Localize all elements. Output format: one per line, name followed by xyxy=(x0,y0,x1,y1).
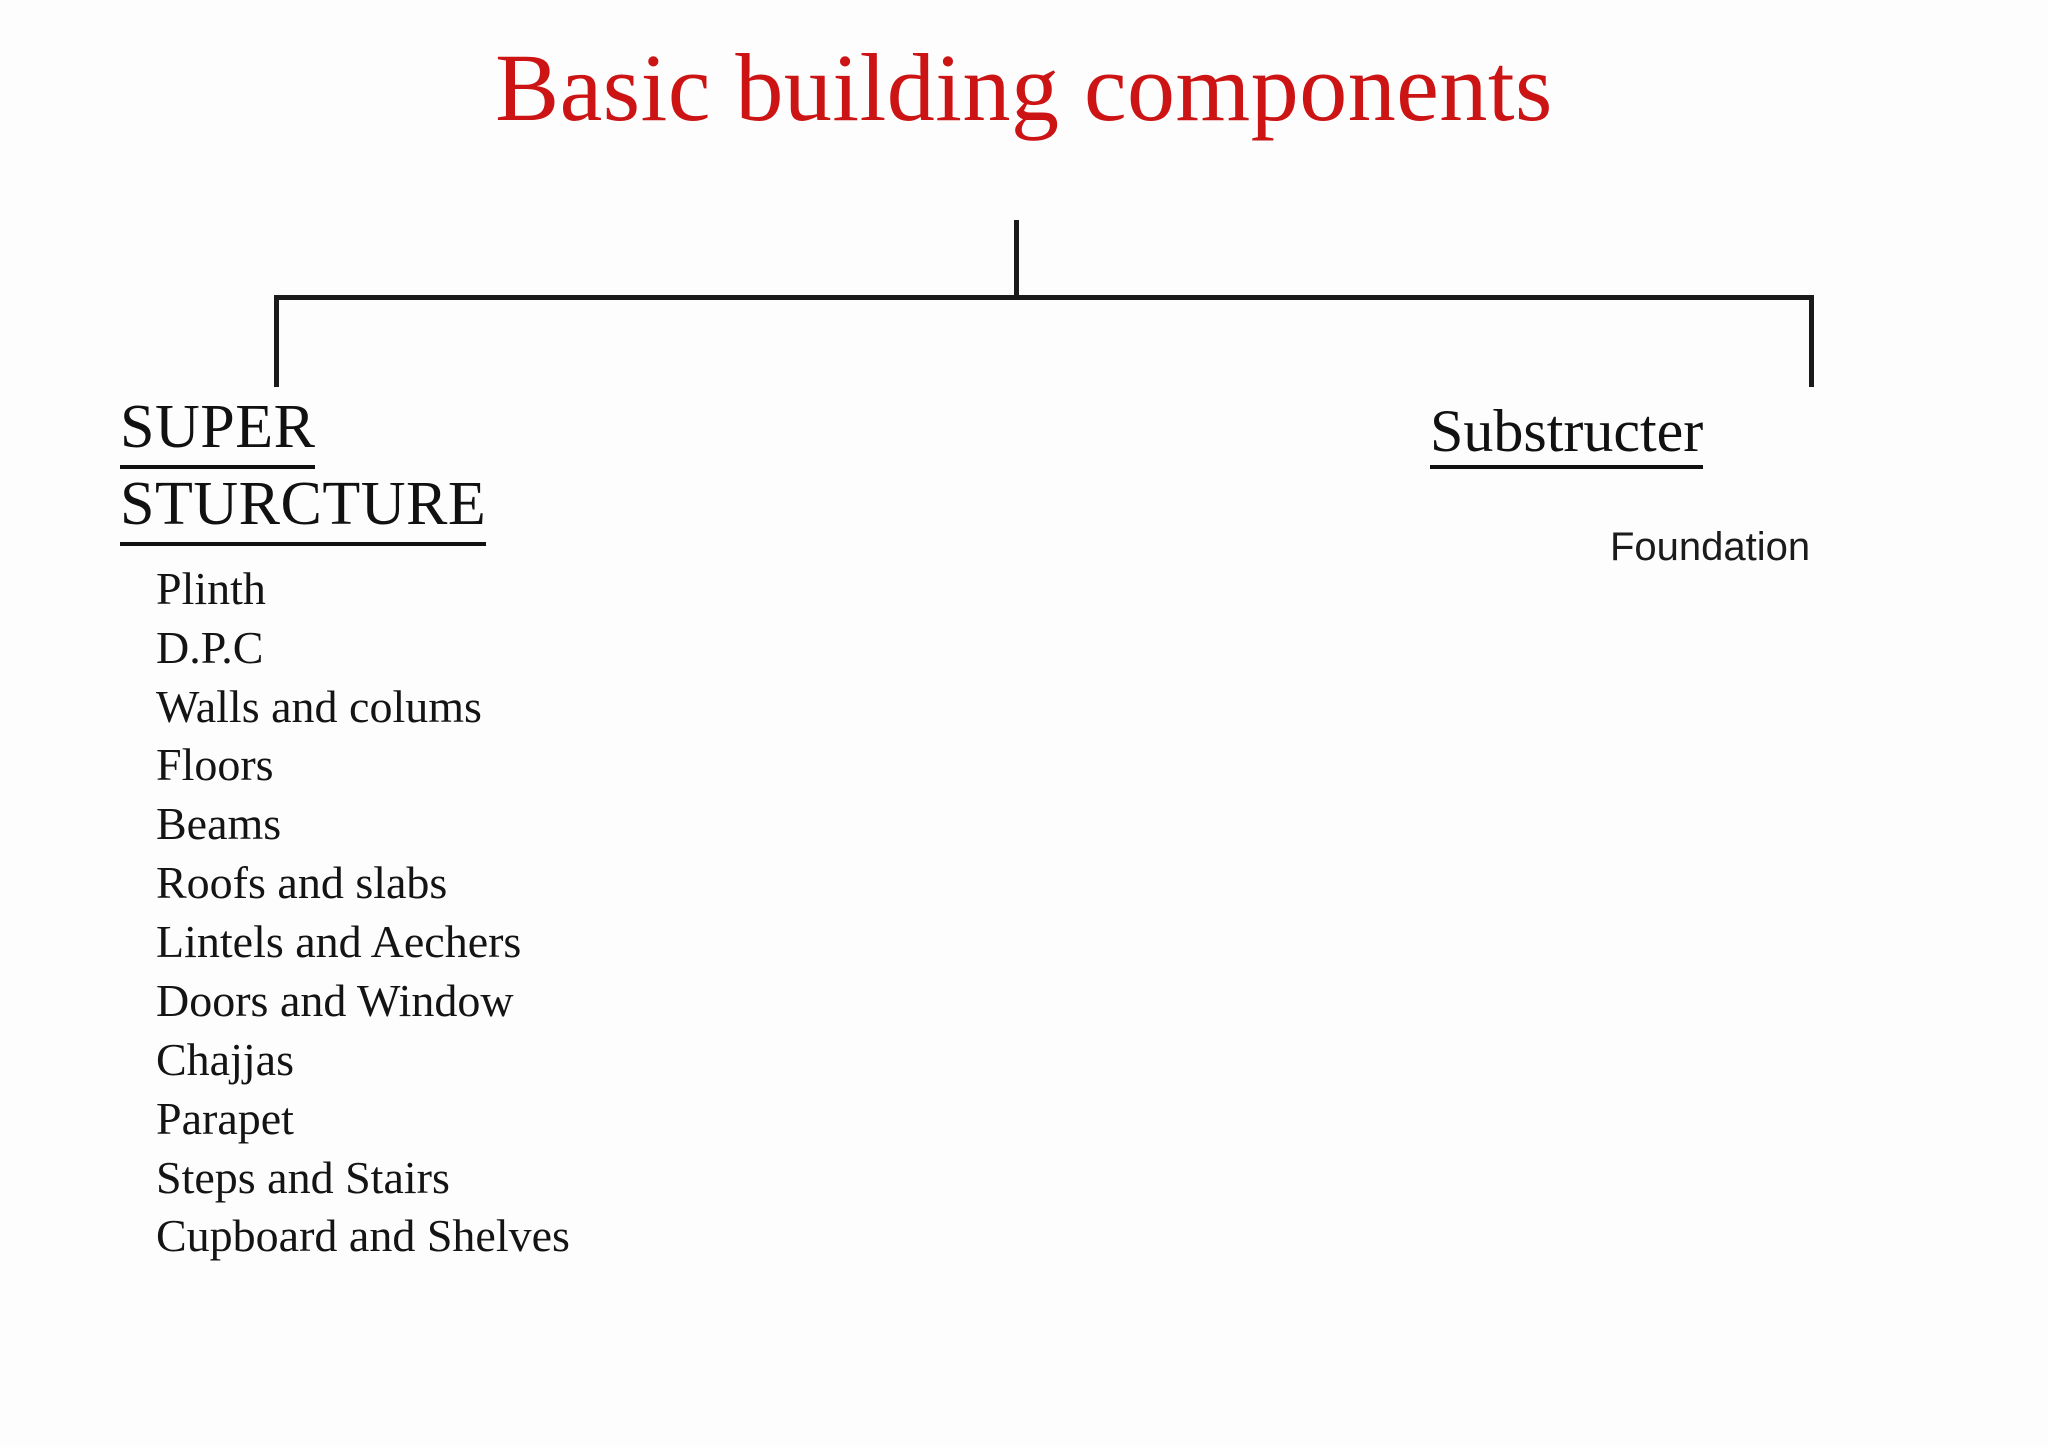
superstructure-heading: SUPER STURCTURE xyxy=(120,392,900,546)
branch-superstructure: SUPER STURCTURE Plinth D.P.C Walls and c… xyxy=(120,392,900,1266)
list-item: Foundation xyxy=(1610,525,1811,569)
substructure-item-list: Foundation xyxy=(1430,521,1990,573)
list-item: Beams xyxy=(156,798,282,850)
list-item: Parapet xyxy=(156,1092,294,1144)
list-item: Floors xyxy=(156,739,274,791)
page-title: Basic building components xyxy=(495,34,1553,141)
connector-left-drop-line xyxy=(274,295,279,387)
superstructure-heading-line1: SUPER xyxy=(120,392,316,469)
list-item: Steps and Stairs xyxy=(156,1151,450,1203)
list-item: Roofs and slabs xyxy=(156,857,448,909)
substructure-heading: Substructer xyxy=(1430,398,1990,469)
list-item: Doors and Window xyxy=(156,974,514,1026)
superstructure-item-list: Plinth D.P.C Walls and colums Floors Bea… xyxy=(156,560,900,1267)
list-item: Plinth xyxy=(156,562,266,614)
list-item: D.P.C xyxy=(156,621,264,673)
list-item: Walls and colums xyxy=(156,680,482,732)
list-item: Cupboard and Shelves xyxy=(156,1210,570,1262)
connector-horizontal-bar xyxy=(274,295,1814,300)
list-item: Chajjas xyxy=(156,1033,294,1085)
substructure-heading-text: Substructer xyxy=(1430,398,1704,469)
list-item: Lintels and Aechers xyxy=(156,916,522,968)
connector-trunk-line xyxy=(1014,220,1019,300)
branch-substructure: Substructer Foundation xyxy=(1430,398,1990,573)
superstructure-heading-line2: STURCTURE xyxy=(120,469,487,546)
connector-right-drop-line xyxy=(1809,295,1814,387)
